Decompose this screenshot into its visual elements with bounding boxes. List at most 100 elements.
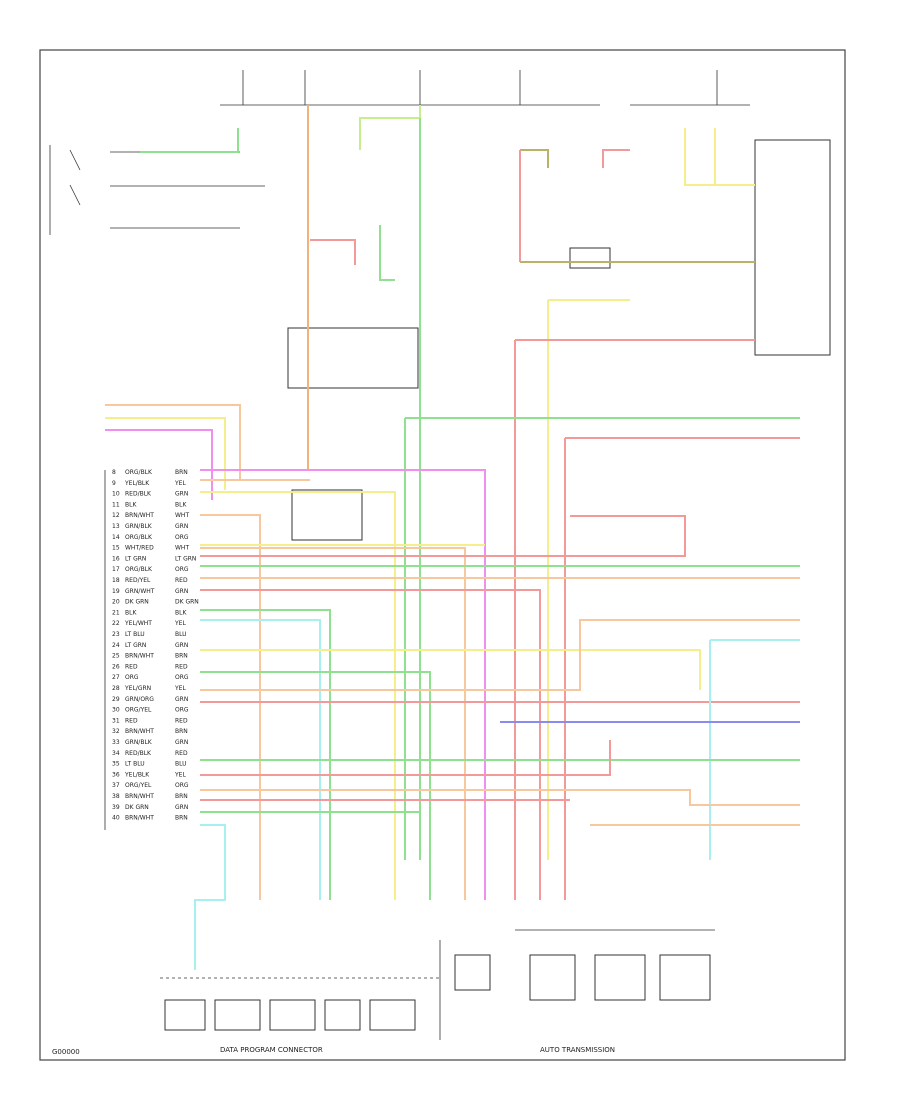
pcm-pin-row: 13 GRN/BLK GRN: [112, 523, 188, 530]
pcm-pin-row: 38 BRN/WHT BRN: [112, 793, 188, 800]
diagram-border: [39, 49, 846, 1061]
pcm-pin-number: 39: [112, 804, 120, 811]
pcm-pin-number: 12: [112, 512, 120, 519]
sensor-box: [287, 327, 419, 389]
pcm-pin-wire: YEL: [174, 480, 186, 487]
pcm-pin-wire: GRN: [175, 739, 188, 746]
wires: [105, 105, 800, 970]
pcm-pin-signal: LT BLU: [125, 761, 145, 768]
pcm-pin-number: 32: [112, 728, 120, 735]
pcm-pin-wire: BRN: [175, 469, 188, 476]
pcm-pin-signal: YEL/BLK: [124, 771, 150, 778]
pcm-pin-signal: BRN/WHT: [125, 793, 154, 800]
pcm-pin-number: 36: [112, 771, 120, 778]
pcm-pin-signal: ORG/BLK: [125, 469, 153, 476]
pcm-pin-signal: RED/BLK: [125, 491, 152, 498]
pcm-pin-wire: ORG: [175, 566, 189, 573]
pcm-pin-signal: GRN/BLK: [125, 523, 153, 530]
pcm-pin-wire: YEL: [174, 685, 186, 692]
pcm-pin-row: 29 GRN/ORG GRN: [112, 696, 188, 703]
top-power-bus: [220, 70, 750, 106]
pcm-pin-signal: ORG/BLK: [125, 534, 153, 541]
pcm-pin-row: 28 YEL/GRN YEL: [112, 685, 186, 692]
pcm-pin-number: 9: [112, 480, 116, 487]
pcm-pin-number: 21: [112, 609, 120, 616]
pcm-pin-wire: ORG: [175, 707, 189, 714]
pcm-pin-wire: RED: [175, 717, 188, 724]
bottom-label-trans: AUTO TRANSMISSION: [540, 1046, 615, 1054]
trans-solenoids: [439, 929, 715, 1040]
pcm-pin-wire: ORG: [175, 674, 189, 681]
pcm-pin-wire: BRN: [175, 728, 188, 735]
relay-box: [754, 139, 831, 356]
pcm-pin-wire: BRN: [175, 815, 188, 822]
pcm-pin-wire: GRN: [175, 696, 188, 703]
pcm-pin-number: 20: [112, 599, 120, 606]
pcm-pin-wire: BLK: [175, 501, 187, 508]
pcm-pin-signal: ORG/YEL: [125, 782, 152, 789]
pcm-pin-signal: ORG/BLK: [125, 566, 153, 573]
pcm-pin-number: 11: [112, 501, 120, 508]
pcm-pin-number: 18: [112, 577, 120, 584]
pcm-pin-signal: GRN/BLK: [125, 739, 153, 746]
pcm-pin-wire: RED: [175, 663, 188, 670]
pcm-pin-wire: YEL: [174, 620, 186, 627]
pcm-pin-number: 28: [112, 685, 120, 692]
pcm-pin-number: 38: [112, 793, 120, 800]
pcm-pin-number: 13: [112, 523, 120, 530]
pcm-pin-row: 32 BRN/WHT BRN: [112, 728, 188, 735]
pcm-pin-number: 35: [112, 761, 120, 768]
pcm-pin-number: 22: [112, 620, 120, 627]
pcm-pin-number: 19: [112, 588, 120, 595]
pcm-pin-number: 34: [112, 750, 120, 757]
pcm-pin-wire: ORG: [175, 534, 189, 541]
bottom-connector: [160, 977, 440, 1031]
pcm-pin-signal: YEL/WHT: [124, 620, 152, 627]
pcm-pin-signal: ORG: [125, 674, 139, 681]
pcm-pin-signal: GRN/ORG: [125, 696, 154, 703]
pcm-pin-signal: YEL/GRN: [124, 685, 151, 692]
pcm-pin-number: 29: [112, 696, 120, 703]
pcm-pin-number: 25: [112, 653, 120, 660]
pcm-pin-wire: GRN: [175, 523, 188, 530]
pcm-pin-signal: RED/BLK: [125, 750, 152, 757]
pcm-pin-wire: RED: [175, 577, 188, 584]
pcm-pin-signal: BLK: [125, 609, 137, 616]
pcm-pin-signal: YEL/BLK: [124, 480, 150, 487]
footer-code: G00000: [52, 1048, 80, 1056]
pcm-pin-signal: BLK: [125, 501, 137, 508]
pcm-pin-wire: DK GRN: [175, 599, 199, 606]
pcm-pin-signal: RED: [125, 717, 138, 724]
pcm-pin-signal: LT BLU: [125, 631, 145, 638]
pcm-pin-number: 16: [112, 555, 120, 562]
pcm-pin-row: 35 LT BLU BLU: [112, 761, 187, 768]
pcm-pin-row: 21 BLK BLK: [112, 609, 187, 616]
pcm-pin-number: 40: [112, 815, 120, 822]
pcm-pin-row: 18 RED/YEL RED: [112, 577, 188, 584]
pcm-pin-number: 26: [112, 663, 120, 670]
pcm-pin-signal: DK GRN: [125, 804, 149, 811]
pcm-pin-wire: BLU: [175, 761, 187, 768]
pcm-pin-number: 10: [112, 491, 120, 498]
pcm-pin-wire: LT GRN: [175, 555, 196, 562]
pcm-pin-number: 33: [112, 739, 120, 746]
pcm-pin-wire: BLK: [175, 609, 187, 616]
pcm-pin-signal: RED/YEL: [125, 577, 151, 584]
pcm-pin-wire: BRN: [175, 793, 188, 800]
pcm-pin-number: 37: [112, 782, 120, 789]
pcm-pin-signal: BRN/WHT: [125, 728, 154, 735]
